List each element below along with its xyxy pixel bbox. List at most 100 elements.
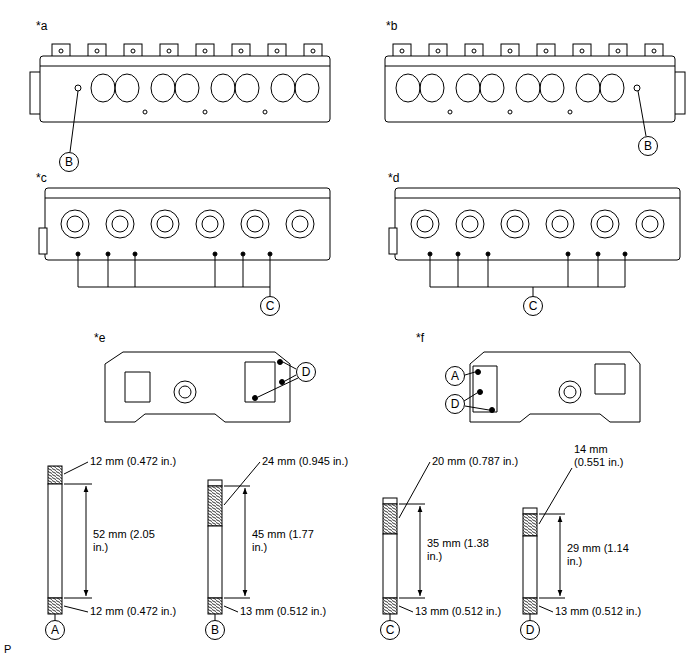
drawing-part [638, 91, 646, 136]
drawing-part [595, 364, 625, 394]
cylinder-head-end [105, 352, 290, 422]
drawing-part [64, 606, 88, 612]
drawing-part [430, 256, 625, 296]
drawing-part [476, 370, 481, 375]
dimension-label: 13 mm (0.512 in.) [240, 605, 326, 618]
drawing-part [399, 504, 425, 598]
drawing-part [490, 408, 495, 413]
drawing-part [560, 516, 561, 596]
leader-line [258, 362, 298, 397]
callout-letter: D [520, 620, 540, 640]
callout-text: A [451, 370, 459, 382]
dimension-label: 13 mm (0.512 in.) [555, 605, 641, 618]
drawing-part [48, 466, 62, 484]
dimension-label: 24 mm (0.945 in.) [262, 455, 348, 468]
drawing-part [478, 390, 483, 395]
drawing-part [464, 393, 477, 401]
drawing-part [78, 256, 270, 296]
drawing-part [64, 462, 88, 474]
stud-bolt [208, 480, 222, 614]
dimension-label: 12 mm (0.472 in.) [90, 605, 176, 618]
drawing-part [224, 486, 250, 598]
drawing-part [523, 598, 537, 614]
drawing-part [64, 484, 92, 598]
drawing-part [174, 381, 196, 403]
dimension-label: 29 mm (1.14 in.) [567, 542, 629, 568]
cylinder-head [39, 188, 330, 260]
drawing-part [224, 462, 260, 505]
drawing-part [268, 252, 272, 256]
view-label: *d [388, 172, 399, 185]
drawing-part [70, 91, 78, 152]
drawing-part [208, 526, 222, 598]
callout-text: D [526, 624, 535, 636]
cylinder-head-end [470, 352, 640, 422]
drawing-part [280, 380, 285, 385]
callout-letter: B [59, 152, 79, 172]
callout-letter: D [445, 394, 465, 414]
stud-points [76, 252, 627, 256]
view-label: *b [386, 20, 397, 33]
drawing-part [559, 381, 581, 403]
drawing-part [539, 468, 572, 524]
callout-letter: A [445, 366, 465, 386]
drawing-part [208, 486, 222, 526]
drawing-part [283, 362, 296, 369]
drawing-part [539, 514, 565, 598]
drawing-part [523, 508, 537, 514]
callout-text: A [51, 624, 59, 636]
drawing-part [523, 514, 537, 536]
drawing-part [213, 252, 217, 256]
stud-bolt [523, 508, 537, 614]
dimension-label: 13 mm (0.512 in.) [415, 605, 501, 618]
drawing-part [208, 480, 222, 486]
view-label: *a [36, 20, 47, 33]
callout-letter: C [380, 620, 400, 640]
view-label: *c [36, 172, 47, 185]
drawing-part [470, 352, 640, 422]
drawing-part [623, 252, 627, 256]
callout-text: C [529, 300, 538, 312]
drawing-part [383, 504, 397, 534]
drawing-part [486, 252, 490, 256]
stud-bolt [383, 498, 397, 614]
callout-text: B [211, 624, 219, 636]
drawing-part [473, 366, 497, 412]
drawing-part [48, 484, 62, 598]
drawing-part [48, 598, 62, 614]
drawing-part [245, 488, 246, 596]
callout-letter: C [523, 296, 543, 316]
callout-letter: A [45, 620, 65, 640]
drawing-part [564, 386, 576, 398]
callout-text: B [65, 156, 73, 168]
drawing-part [383, 598, 397, 614]
drawing-part [383, 498, 397, 504]
drawing-part [566, 252, 570, 256]
bracket [78, 256, 625, 296]
leader-line [464, 372, 489, 410]
leader-line [70, 91, 646, 152]
dimension-line [399, 462, 430, 612]
dimension-label: 45 mm (1.77 in.) [252, 528, 314, 554]
dimension-line [64, 462, 92, 612]
drawing-part [208, 598, 222, 614]
drawing-part [523, 536, 537, 598]
callout-text: D [451, 398, 460, 410]
cylinder-head [389, 188, 680, 260]
drawing-part [465, 372, 475, 375]
drawing-part [383, 534, 397, 598]
figure-code: P [4, 643, 11, 656]
view-label: *e [94, 332, 105, 345]
callout-letter: B [205, 620, 225, 640]
callout-letter: B [638, 136, 658, 156]
drawing-part [420, 506, 421, 596]
view-label: *f [416, 332, 424, 345]
drawing-part [399, 462, 430, 518]
drawing-part [456, 252, 460, 256]
dimension-label: 35 mm (1.38 in.) [427, 537, 489, 563]
stud-bolt [48, 466, 62, 614]
drawing-part [258, 378, 298, 397]
drawing-part [179, 386, 191, 398]
